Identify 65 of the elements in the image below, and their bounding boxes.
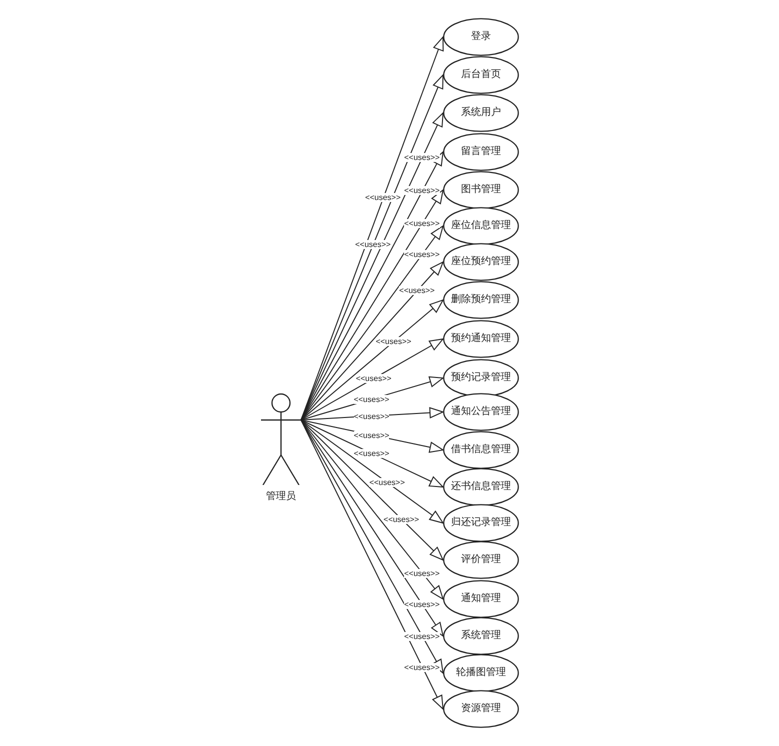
edge-label: <<uses>> (404, 186, 440, 196)
use-case-label: 系统用户 (461, 107, 501, 119)
edge-label: <<uses>> (399, 286, 435, 295)
arrow (300, 338, 444, 420)
edge-label: <<uses>> (376, 336, 412, 346)
edge-label: <<uses>> (354, 412, 390, 420)
edge-label: <<uses>> (404, 153, 440, 162)
use-case-label: 座位预约管理 (451, 256, 511, 268)
use-case-label: 图书管理 (461, 184, 501, 196)
edge-label: <<uses>> (369, 478, 405, 488)
edge-label: <<uses>> (355, 240, 391, 249)
use-case-label: 预约记录管理 (451, 372, 511, 384)
use-case-label: 归还记录管理 (451, 517, 511, 529)
arrow (300, 300, 444, 420)
edge-label: <<uses>> (404, 568, 440, 578)
use-case-ellipse (443, 393, 519, 431)
use-case-label: 资源管理 (461, 703, 501, 715)
use-case-label: 预约通知管理 (451, 333, 511, 345)
use-case-label: 系统管理 (461, 630, 501, 642)
actor-label: 管理员 (266, 491, 296, 503)
use-case-ellipse (443, 94, 519, 132)
use-case-ellipse (443, 243, 519, 281)
use-case-label: 删除预约管理 (451, 294, 511, 306)
use-case-label: 借书信息管理 (451, 444, 511, 456)
use-case-label: 登录 (471, 31, 491, 43)
edge-label: <<uses>> (384, 514, 420, 524)
edge-label: <<uses>> (356, 374, 392, 383)
use-case-ellipse (443, 18, 519, 56)
use-case-label: 轮播图管理 (456, 667, 506, 679)
use-case-ellipse (443, 320, 519, 358)
use-case-ellipse (443, 580, 519, 618)
edge-label: <<uses>> (404, 250, 440, 259)
edge-label: <<uses>> (365, 193, 401, 202)
use-case-ellipse (443, 617, 519, 655)
use-case-ellipse (443, 171, 519, 209)
use-case-ellipse (443, 468, 519, 506)
edge-label: <<uses>> (354, 449, 390, 458)
use-case-ellipse (443, 207, 519, 245)
edge-label: <<uses>> (354, 394, 390, 404)
use-case-label: 评价管理 (461, 554, 501, 566)
use-case-label: 通知管理 (461, 593, 501, 605)
use-case-ellipse (443, 654, 519, 692)
arrow (300, 262, 444, 420)
edge-label: <<uses>> (404, 662, 440, 672)
edge-label: <<uses>> (404, 218, 440, 228)
edge-label: <<uses>> (354, 430, 390, 440)
use-case-label: 通知公告管理 (451, 406, 511, 418)
arrow (300, 420, 444, 488)
use-case-ellipse (443, 133, 519, 171)
use-case-label: 后台首页 (461, 69, 501, 81)
edge-label: <<uses>> (404, 632, 440, 641)
use-case-ellipse (443, 431, 519, 469)
use-case-ellipse (443, 541, 519, 579)
use-case-ellipse (443, 281, 519, 319)
edge-label: <<uses>> (404, 600, 440, 610)
use-case-ellipse (443, 359, 519, 397)
use-case-label: 留言管理 (461, 146, 501, 158)
use-case-label: 座位信息管理 (451, 220, 511, 232)
use-case-ellipse (443, 690, 519, 728)
arrow (300, 420, 444, 524)
arrow (300, 420, 444, 600)
use-case-ellipse (443, 56, 519, 94)
use-case-ellipse (443, 504, 519, 542)
use-case-label: 还书信息管理 (451, 481, 511, 493)
arrow (300, 420, 444, 560)
